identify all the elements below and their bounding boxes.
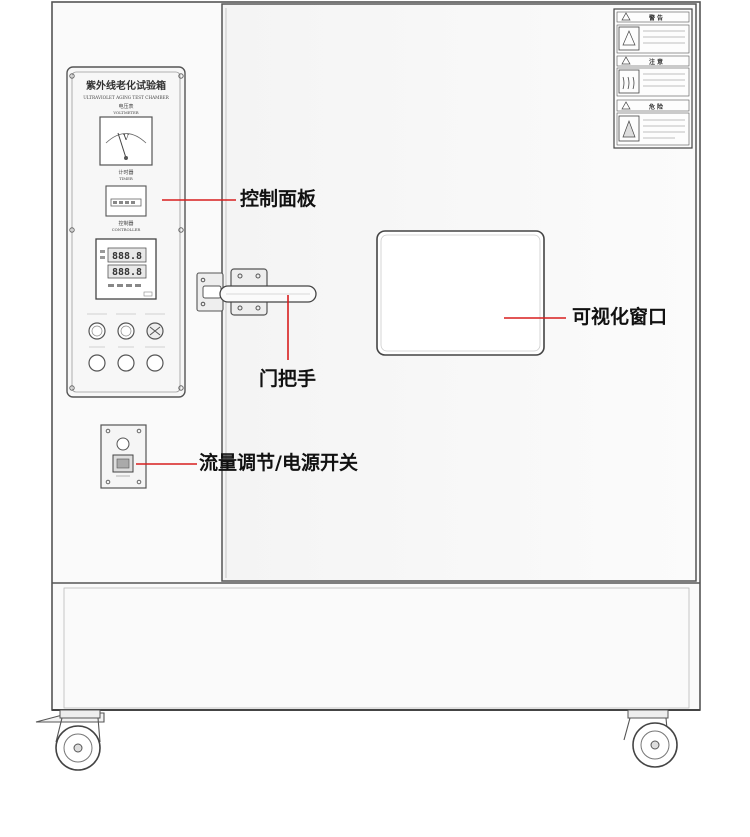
callout-view-window: 可视化窗口 [572, 306, 668, 328]
controller-label-en: CONTROLLER [112, 227, 141, 232]
panel-buttons [88, 346, 165, 372]
callout-flow-switch: 流量调节/电源开关 [199, 452, 358, 474]
indicator-lights [87, 313, 165, 340]
door-handle [196, 268, 317, 316]
fan-button [146, 354, 164, 372]
heating-indicator [117, 322, 135, 340]
panel-screw [178, 227, 184, 233]
timer-label-en: TIMER [119, 176, 133, 181]
start-button [88, 354, 106, 372]
voltmeter-label-cn: 电压表 [118, 103, 133, 110]
panel-screw [69, 385, 75, 391]
power-indicator [88, 322, 106, 340]
controller-label-cn: 控制器 [118, 220, 133, 227]
voltmeter-letter: V [122, 133, 129, 142]
viewing-window [376, 230, 545, 356]
base-inner [63, 587, 690, 709]
warning-danger-title: 危 险 [648, 103, 664, 111]
controller-display-bottom: 888.8 [112, 267, 142, 278]
panel-screw [178, 385, 184, 391]
panel-title: 紫外线老化试验箱 [86, 79, 166, 92]
panel-screw [69, 73, 75, 79]
stop-button [117, 354, 135, 372]
control-panel [66, 66, 186, 398]
controller-display-top: 888.8 [112, 251, 142, 262]
voltmeter-label-en: VOLTMETER [112, 110, 138, 115]
caster-right [623, 709, 678, 768]
timer-label-cn: 计时器 [118, 169, 133, 176]
callout-control-panel: 控制面板 [240, 188, 317, 210]
panel-subtitle: ULTRAVIOLET AGING TEST CHAMBER [83, 95, 169, 100]
callout-door-handle: 门把手 [259, 368, 317, 390]
caster-left [35, 709, 105, 771]
warning-caution-title: 警 告 [648, 14, 663, 22]
warning-notice-title: 注 意 [649, 58, 663, 66]
panel-screw [69, 227, 75, 233]
panel-screw [178, 73, 184, 79]
flow-knob [116, 437, 130, 451]
warning-labels: 警 告 注 意 危 险 [613, 8, 693, 149]
